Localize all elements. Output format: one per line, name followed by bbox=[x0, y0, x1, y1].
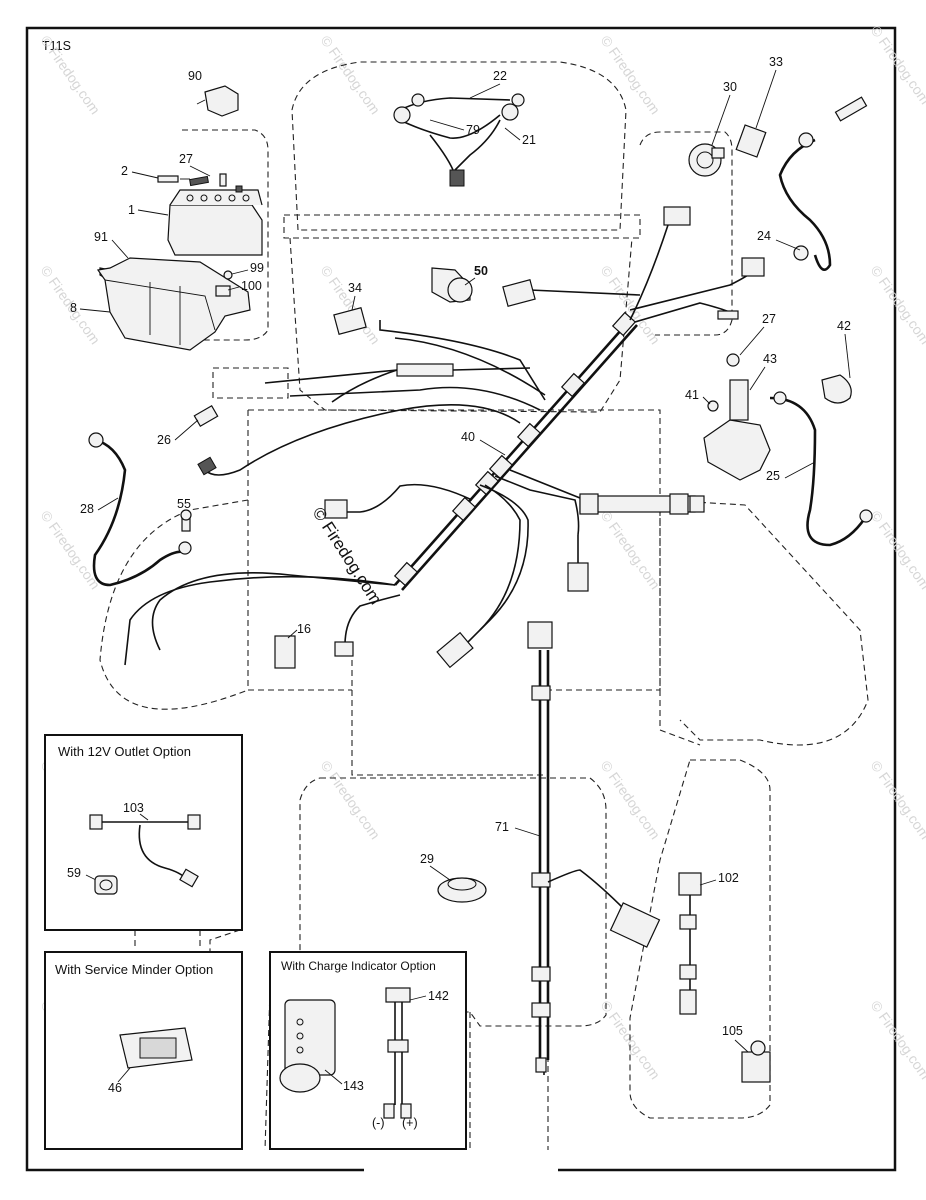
part-label-16: 16 bbox=[297, 622, 311, 636]
part-label-100: 100 bbox=[241, 279, 262, 293]
watermark: © Firedog.com bbox=[868, 263, 926, 348]
part-label-24: 24 bbox=[757, 229, 771, 243]
watermark: © Firedog.com bbox=[38, 508, 104, 593]
part-labels: 90 27 2 1 91 99 100 8 22 79 21 30 33 24 … bbox=[70, 55, 851, 1053]
part-label-40: 40 bbox=[461, 430, 475, 444]
battery-assembly bbox=[96, 173, 263, 351]
part-label-26: 26 bbox=[157, 433, 171, 447]
watermark: © Firedog.com bbox=[598, 758, 664, 843]
components bbox=[88, 85, 873, 1083]
part-label-102: 102 bbox=[718, 871, 739, 885]
terminal-minus-label: (-) bbox=[372, 1116, 385, 1130]
watermark: © Firedog.com bbox=[318, 33, 384, 118]
inset-charge-title: With Charge Indicator Option bbox=[281, 959, 436, 973]
part-label-90: 90 bbox=[188, 69, 202, 83]
watermark: © Firedog.com bbox=[598, 508, 664, 593]
part-label-1: 1 bbox=[128, 203, 135, 217]
part-label-42: 42 bbox=[837, 319, 851, 333]
inset-12v-outlet: With 12V Outlet Option 103 59 bbox=[44, 734, 243, 931]
part-label-28: 28 bbox=[80, 502, 94, 516]
part-label-21: 21 bbox=[522, 133, 536, 147]
watermark: © Firedog.com bbox=[868, 758, 926, 843]
part-label-29: 29 bbox=[420, 852, 434, 866]
part-label-143: 143 bbox=[343, 1079, 364, 1093]
part-label-33: 33 bbox=[769, 55, 783, 69]
part-label-71: 71 bbox=[495, 820, 509, 834]
inset-outlet-title: With 12V Outlet Option bbox=[58, 744, 191, 759]
harness-71 bbox=[527, 621, 661, 1075]
watermark: © Firedog.com bbox=[868, 998, 926, 1083]
part-label-41: 41 bbox=[685, 388, 699, 402]
part-label-99: 99 bbox=[250, 261, 264, 275]
center-watermark: © Firedog.com bbox=[309, 504, 386, 608]
main-wiring-harness bbox=[124, 206, 765, 669]
part-label-46: 46 bbox=[108, 1081, 122, 1095]
part-label-25: 25 bbox=[766, 469, 780, 483]
frame-gap-bottom bbox=[364, 1164, 558, 1174]
part-label-27: 27 bbox=[179, 152, 193, 166]
part-label-103: 103 bbox=[123, 801, 144, 815]
part-label-105: 105 bbox=[722, 1024, 743, 1038]
part-label-22: 22 bbox=[493, 69, 507, 83]
watermark: © Firedog.com bbox=[868, 23, 926, 108]
part-label-43: 43 bbox=[763, 352, 777, 366]
part-label-142: 142 bbox=[428, 989, 449, 1003]
part-label-79: 79 bbox=[466, 123, 480, 137]
part-label-50: 50 bbox=[474, 264, 488, 278]
terminal-plus-label: (+) bbox=[402, 1116, 418, 1130]
inset-charge-indicator: With Charge Indicator Option 143 142 (-)… bbox=[269, 951, 467, 1150]
part-label-8: 8 bbox=[70, 301, 77, 315]
watermark: © Firedog.com bbox=[868, 508, 926, 593]
part-label-30: 30 bbox=[723, 80, 737, 94]
part-label-55: 55 bbox=[177, 497, 191, 511]
watermark: © Firedog.com bbox=[318, 263, 384, 348]
part-label-34: 34 bbox=[348, 281, 362, 295]
diagram-code: T11S bbox=[42, 39, 71, 53]
inset-service-minder-title: With Service Minder Option bbox=[55, 962, 213, 977]
part-label-91: 91 bbox=[94, 230, 108, 244]
part-label-59: 59 bbox=[67, 866, 81, 880]
watermark: © Firedog.com bbox=[598, 33, 664, 118]
watermark: © Firedog.com bbox=[318, 758, 384, 843]
part-label-27b: 27 bbox=[762, 312, 776, 326]
part-label-2: 2 bbox=[121, 164, 128, 178]
inset-service-minder: With Service Minder Option 46 bbox=[44, 951, 243, 1150]
